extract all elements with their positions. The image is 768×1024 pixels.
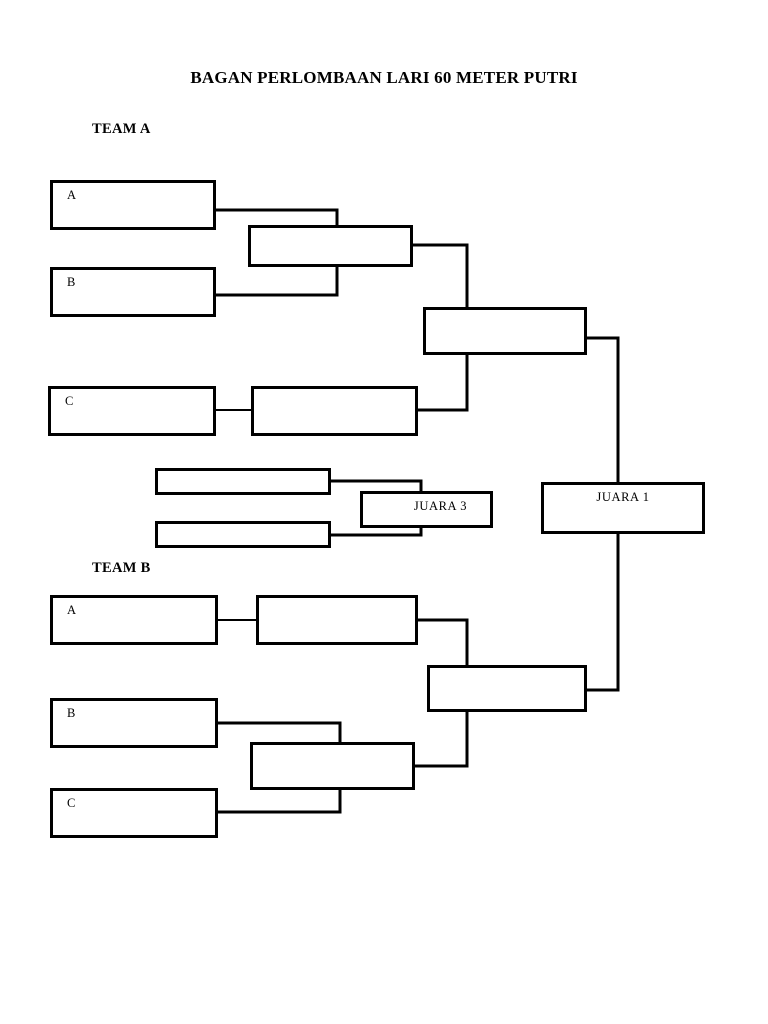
bracket-node-team-b-match-a[interactable] — [256, 595, 418, 645]
slot-label: B — [67, 275, 76, 289]
team-b-heading: TEAM B — [92, 560, 151, 576]
bracket-node-team-a-slot-b[interactable]: B — [50, 267, 216, 317]
slot-label: B — [67, 706, 76, 720]
bracket-node-team-b-slot-a[interactable]: A — [50, 595, 218, 645]
page-title: BAGAN PERLOMBAAN LARI 60 METER PUTRI — [190, 68, 578, 87]
slot-label: C — [65, 394, 74, 408]
slot-label: A — [67, 188, 77, 202]
juara-3-label: JUARA 3 — [413, 499, 468, 513]
bracket-node-team-b-slot-c[interactable]: C — [50, 788, 218, 838]
bracket-node-team-b-match-bc[interactable] — [250, 742, 415, 790]
bracket-node-team-a-match-ab[interactable] — [248, 225, 413, 267]
bracket-node-team-a-final[interactable] — [423, 307, 587, 355]
bracket-node-team-b-final[interactable] — [427, 665, 587, 712]
bracket-node-team-a-match-c[interactable] — [251, 386, 418, 436]
slot-label: A — [67, 603, 77, 617]
slot-label: C — [67, 796, 76, 810]
bracket-node-team-a-slot-a[interactable]: A — [50, 180, 216, 230]
bracket-node-team-b-slot-b[interactable]: B — [50, 698, 218, 748]
bracket-node-juara-3[interactable]: JUARA 3 — [360, 491, 493, 528]
bracket-node-third-feeder-bottom[interactable] — [155, 521, 331, 548]
bracket-node-juara-1[interactable]: JUARA 1 — [541, 482, 705, 534]
bracket-node-third-feeder-top[interactable] — [155, 468, 331, 495]
bracket-node-team-a-slot-c[interactable]: C — [48, 386, 216, 436]
team-a-heading: TEAM A — [92, 121, 151, 137]
juara-1-label: JUARA 1 — [596, 490, 650, 504]
